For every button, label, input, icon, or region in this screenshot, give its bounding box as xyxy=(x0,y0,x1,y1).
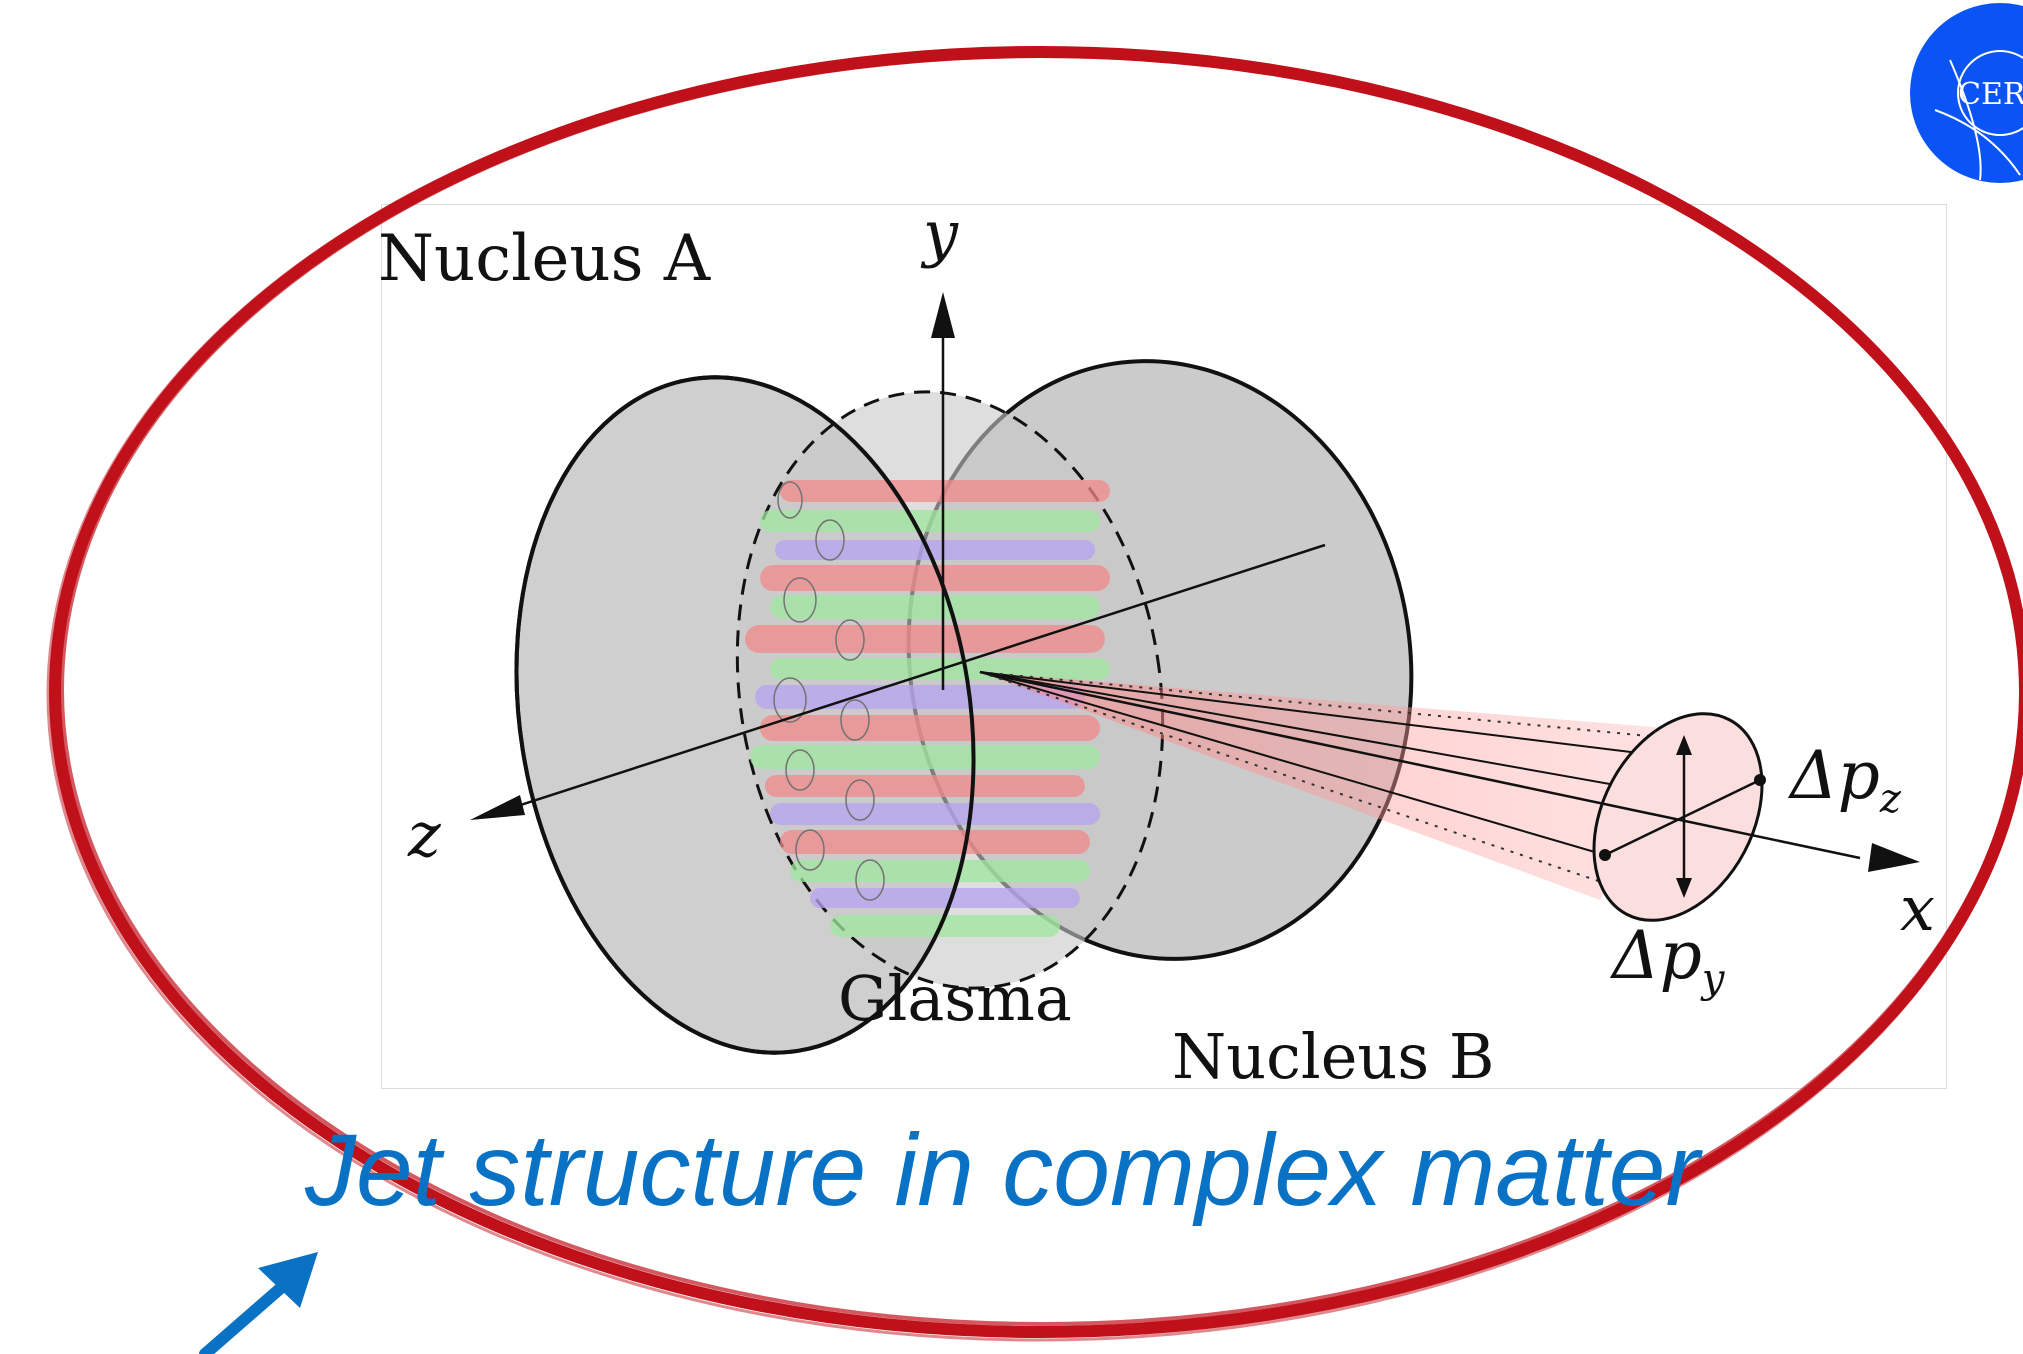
nucleus-a-label: Nucleus A xyxy=(378,222,711,296)
jet-cone xyxy=(979,671,1766,922)
glasma-label: Glasma xyxy=(838,962,1072,1035)
flux-tubes xyxy=(745,480,1110,937)
delta-pz-label: Δpz xyxy=(1787,737,1902,822)
delta-py-label: Δpy xyxy=(1609,917,1726,1002)
jet-cross-section xyxy=(1592,712,1764,922)
caption-text: Jet structure in complex matter xyxy=(305,1113,1700,1227)
axes xyxy=(470,292,1920,872)
pointer-arrow xyxy=(199,1252,318,1354)
x-axis-label: x xyxy=(1900,872,1935,945)
highlight-ellipse xyxy=(46,46,2023,1342)
x-axis xyxy=(979,670,1861,860)
z-axis xyxy=(504,543,1326,812)
y-axis-label: y xyxy=(920,197,959,270)
z-axis-label: z xyxy=(407,798,441,871)
nucleus-b-label: Nucleus B xyxy=(1172,1020,1494,1093)
